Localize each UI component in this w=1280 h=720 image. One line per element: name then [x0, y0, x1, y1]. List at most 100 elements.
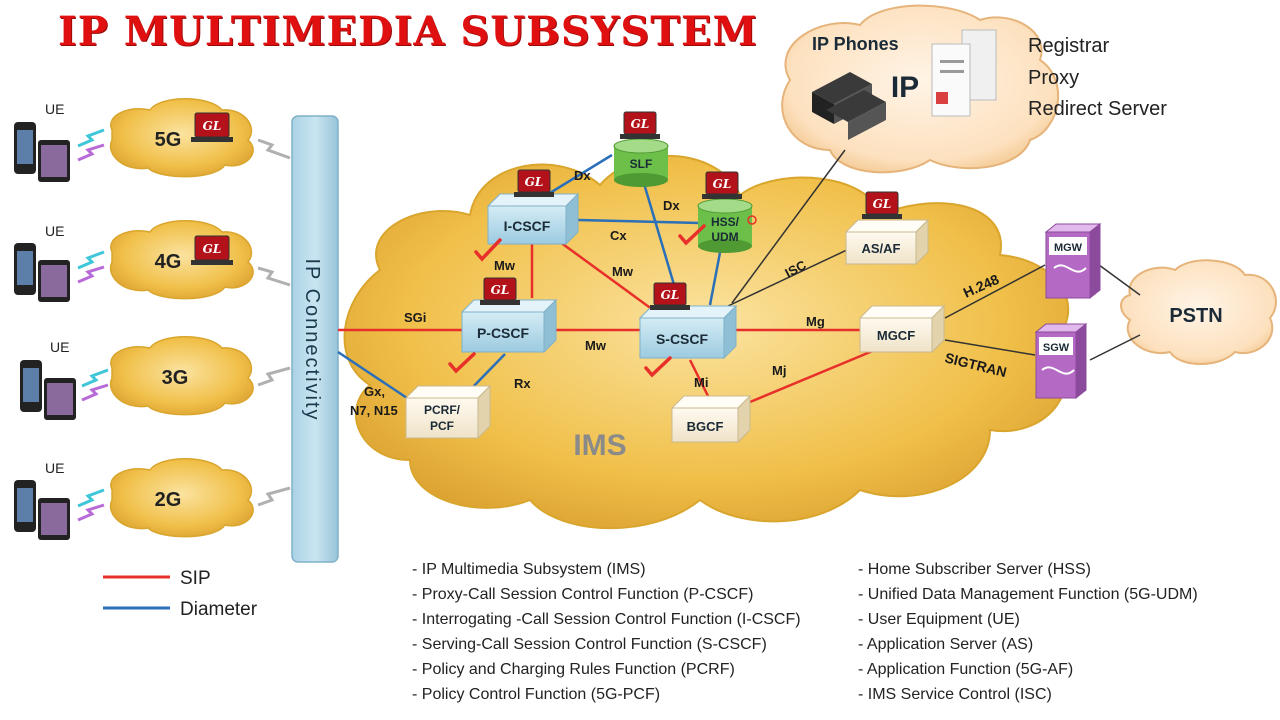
pcscf-node	[460, 298, 558, 354]
hss-node	[697, 198, 753, 253]
abbreviation-item: Home Subscriber Server (HSS)	[858, 557, 1198, 582]
mgw-node	[1044, 222, 1102, 300]
dx-label-1: Dx	[574, 168, 591, 183]
cloud-4g	[109, 220, 254, 300]
sgi-label: SGi	[404, 310, 426, 325]
ip-phones-label: IP Phones	[812, 34, 899, 54]
ip-label: IP	[891, 71, 919, 104]
ip-phone-icon	[812, 72, 886, 140]
slf-label: SLF	[630, 157, 653, 171]
check-icon-pcscf	[448, 352, 476, 374]
icscf-slf-link	[544, 153, 613, 198]
abbreviations-left: IP Multimedia Subsystem (IMS) Proxy-Call…	[412, 557, 801, 707]
gl-logo-scscf: GL	[650, 282, 690, 310]
abbreviation-item: User Equipment (UE)	[858, 607, 1198, 632]
bgcf-mgcf-link	[749, 348, 876, 404]
gl-logo-pcscf: GL	[480, 277, 520, 305]
ue-devices	[14, 122, 109, 540]
svg-text:GL: GL	[873, 197, 892, 211]
sigtran-link	[944, 339, 1036, 356]
svg-text:GL: GL	[713, 177, 732, 191]
mg-label: Mg	[806, 314, 825, 329]
pcrf-label-line1: PCRF/	[424, 403, 461, 417]
pcscf-label: P-CSCF	[477, 325, 530, 341]
ue-label-2g: UE	[45, 460, 64, 476]
mgw-label: MGW	[1054, 242, 1083, 254]
hss-label-line1: HSS/	[711, 215, 740, 229]
network-label-5g: 5G	[155, 129, 182, 151]
abbreviation-item: Serving-Call Session Control Function (S…	[412, 632, 801, 657]
isc-link	[727, 239, 869, 307]
network-label-2g: 2G	[155, 489, 182, 511]
ip-connectivity-bar	[291, 115, 339, 563]
network-label-4g: 4G	[155, 251, 182, 273]
abbreviation-item: Application Function (5G-AF)	[858, 657, 1198, 682]
mw-label-2: Mw	[612, 264, 634, 279]
access-clouds	[109, 98, 254, 538]
icscf-hss-link	[577, 218, 701, 225]
mw-label-3: Mw	[585, 338, 607, 353]
ip-connectivity-label: IP Connectivity	[301, 258, 323, 421]
sip-key-label: SIP	[180, 568, 211, 589]
mj-label: Mj	[772, 363, 786, 378]
as-label: AS/AF	[862, 241, 901, 256]
hss-marker	[747, 215, 757, 225]
ue-2g	[14, 480, 105, 540]
pstn-label: PSTN	[1169, 305, 1222, 327]
slf-node	[613, 138, 669, 187]
gl-logo-4g: GL	[191, 235, 233, 265]
ip-phones-link	[731, 149, 846, 304]
icscf-node	[486, 192, 580, 246]
pcrf-node	[404, 384, 492, 440]
ue-3g	[20, 360, 109, 420]
gx-label-line1: Gx,	[364, 384, 385, 399]
pcscf-pcrf-link	[469, 353, 506, 391]
icscf-scscf-link	[559, 240, 661, 317]
registrar-label: Registrar	[1028, 35, 1109, 57]
ue-4g	[14, 243, 105, 302]
server-icon	[931, 29, 997, 117]
bgcf-node	[670, 394, 752, 444]
access-links	[257, 138, 291, 507]
sgw-pstn-link	[1089, 334, 1141, 361]
gl-logo-icscf: GL	[514, 169, 554, 197]
icscf-label: I-CSCF	[504, 218, 551, 234]
abbreviation-item: IMS Service Control (ISC)	[858, 682, 1198, 707]
network-label-3g: 3G	[162, 367, 189, 389]
svg-text:GL: GL	[203, 242, 222, 256]
cloud-3g	[109, 336, 254, 416]
abbreviations-right: Home Subscriber Server (HSS) Unified Dat…	[858, 557, 1198, 707]
ue-label-4g: UE	[45, 223, 64, 239]
h248-link	[944, 264, 1046, 319]
ue-label-3g: UE	[50, 339, 69, 355]
ue-label-5g: UE	[45, 101, 64, 117]
svg-text:GL: GL	[631, 117, 650, 131]
gl-logo-5g: GL	[191, 112, 233, 142]
abbreviation-item: Policy Control Function (5G-PCF)	[412, 682, 801, 707]
page-title: IP MULTIMEDIA SUBSYSTEM	[58, 8, 758, 55]
gx-link	[337, 350, 411, 402]
cx-label: Cx	[610, 228, 627, 243]
abbreviation-item: Application Server (AS)	[858, 632, 1198, 657]
dx-label-2: Dx	[663, 198, 680, 213]
scscf-label: S-CSCF	[656, 331, 709, 347]
check-icon-icscf	[474, 238, 502, 262]
svg-text:GL: GL	[203, 119, 222, 133]
check-icon-hss	[678, 224, 706, 246]
gl-logo-hss: GL	[702, 171, 742, 199]
gl-logo-slf: GL	[620, 111, 660, 139]
gx-label-line2: N7, N15	[350, 403, 398, 418]
mi-label: Mi	[694, 375, 708, 390]
redirect-server-label: Redirect Server	[1028, 98, 1167, 120]
diameter-key-label: Diameter	[180, 599, 258, 620]
sgw-label: SGW	[1043, 342, 1070, 354]
abbreviation-item: IP Multimedia Subsystem (IMS)	[412, 557, 801, 582]
svg-text:GL: GL	[661, 288, 680, 302]
ue-5g	[14, 122, 105, 182]
pcrf-label-line2: PCF	[430, 419, 454, 433]
svg-text:GL: GL	[491, 283, 510, 297]
ims-label: IMS	[573, 429, 626, 462]
hss-label-line2: UDM	[711, 230, 738, 244]
mgcf-node	[858, 304, 946, 354]
